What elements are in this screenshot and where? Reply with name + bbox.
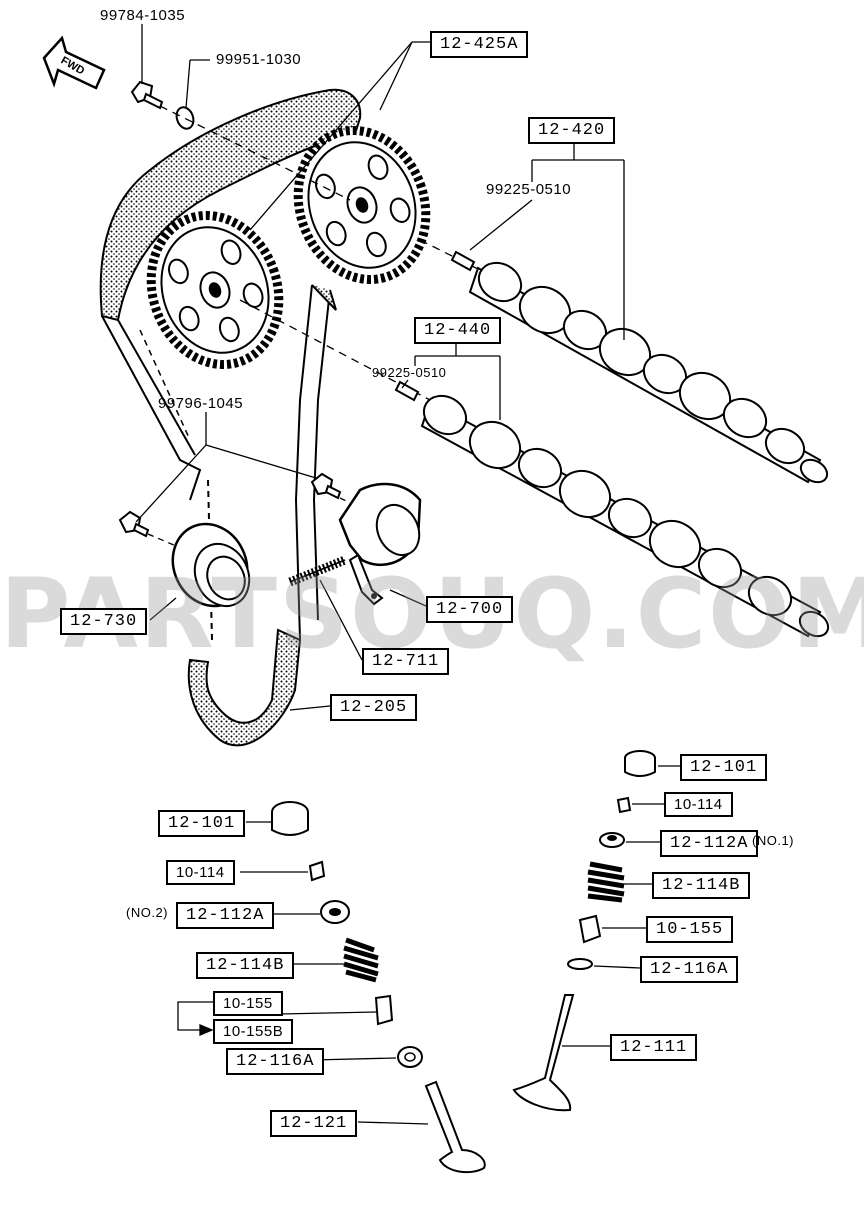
spring-seat-right	[599, 832, 625, 848]
valve-seal-right	[578, 914, 602, 944]
callout-99796-1045[interactable]: 99796-1045	[158, 395, 244, 412]
callout-12-114B-left[interactable]: 12-114B	[196, 952, 295, 979]
note-no1: (NO.1)	[752, 833, 794, 848]
callout-12-121[interactable]: 12-121	[270, 1110, 358, 1137]
camshaft-pulley-right	[293, 126, 431, 284]
camshaft-upper	[450, 250, 829, 484]
callout-10-155-left[interactable]: 10-155	[213, 991, 283, 1016]
valve-washer-right	[567, 958, 593, 970]
callout-12-116A-right[interactable]: 12-116A	[640, 956, 739, 983]
callout-12-425A[interactable]: 12-425A	[430, 31, 529, 58]
bolt-99796-a	[310, 472, 342, 500]
callout-12-205[interactable]: 12-205	[330, 694, 418, 721]
callout-12-101-left[interactable]: 12-101	[158, 810, 246, 837]
callout-12-112A-left[interactable]: 12-112A	[176, 902, 275, 929]
callout-12-420[interactable]: 12-420	[528, 117, 616, 144]
bolt-99784	[130, 80, 164, 110]
valve-spring-left	[343, 937, 379, 983]
note-no2: (NO.2)	[126, 905, 168, 920]
callout-10-155B[interactable]: 10-155B	[213, 1019, 294, 1044]
tensioner	[338, 482, 422, 606]
callout-12-101-right[interactable]: 12-101	[680, 754, 768, 781]
callout-12-700[interactable]: 12-700	[426, 596, 514, 623]
fwd-arrow-icon	[42, 35, 106, 90]
callout-12-440[interactable]: 12-440	[414, 317, 502, 344]
callout-99951-1030[interactable]: 99951-1030	[216, 51, 302, 68]
leader-lines	[135, 24, 680, 1125]
camshaft-lower	[394, 380, 830, 638]
callout-10-114-right[interactable]: 10-114	[664, 792, 733, 817]
valve-lifter-right	[624, 750, 656, 777]
callout-99225-0510-lower[interactable]: 99225-0510	[372, 365, 447, 380]
tensioner-spring	[288, 555, 347, 587]
callout-12-112A-right[interactable]: 12-112A	[660, 830, 759, 857]
intake-valve	[424, 1080, 486, 1174]
bolt-99796-b	[118, 510, 150, 538]
callout-10-114-left[interactable]: 10-114	[166, 860, 235, 885]
timing-belt	[99, 88, 362, 747]
camshaft-pulley-left	[146, 211, 284, 369]
valve-washer-left	[397, 1046, 423, 1068]
callout-10-155-right[interactable]: 10-155	[646, 916, 734, 943]
washer-99951	[175, 106, 195, 130]
callout-12-114B-right[interactable]: 12-114B	[652, 872, 751, 899]
valve-spring-right	[587, 861, 625, 903]
valve-seal-left	[374, 994, 394, 1026]
idler-pulley	[171, 522, 251, 608]
exhaust-valve	[512, 994, 575, 1112]
valve-lifter-left	[271, 801, 309, 836]
valve-keeper-right	[616, 796, 632, 814]
callout-12-730[interactable]: 12-730	[60, 608, 148, 635]
callout-12-116A-left[interactable]: 12-116A	[226, 1048, 325, 1075]
spring-seat-left	[320, 900, 350, 924]
valve-keeper-left	[308, 860, 326, 882]
callout-99225-0510-upper[interactable]: 99225-0510	[486, 181, 572, 198]
callout-99784-1035[interactable]: 99784-1035	[100, 7, 186, 24]
callout-12-111[interactable]: 12-111	[610, 1034, 698, 1061]
callout-12-711[interactable]: 12-711	[362, 648, 450, 675]
